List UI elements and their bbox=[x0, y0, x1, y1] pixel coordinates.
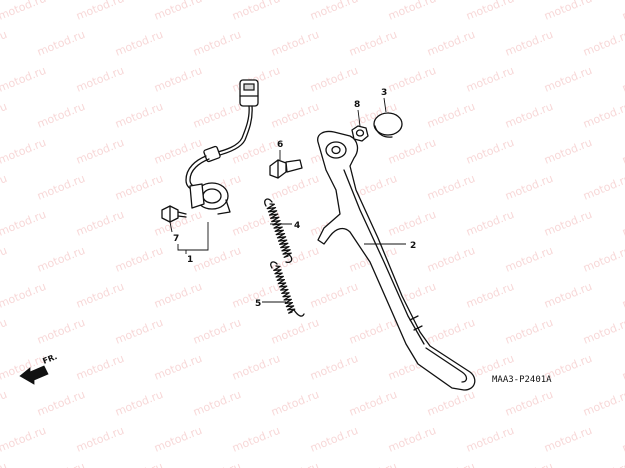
callout-7: 7 bbox=[173, 234, 179, 244]
callout-1: 1 bbox=[187, 255, 193, 265]
watermark-text: motod.ru bbox=[620, 0, 625, 23]
direction-label: FR. bbox=[41, 352, 58, 366]
side-stand bbox=[317, 130, 476, 391]
switch-bolt bbox=[161, 205, 187, 223]
callout-8: 8 bbox=[354, 100, 360, 110]
pivot-bolt bbox=[269, 159, 303, 179]
side-stand-switch bbox=[185, 79, 259, 215]
rubber-cap bbox=[373, 112, 403, 138]
arrow-left-icon bbox=[19, 365, 49, 385]
callout-4: 4 bbox=[294, 221, 300, 231]
stand-leg bbox=[317, 130, 476, 391]
drawing-code: MAA3-P2401A bbox=[492, 375, 552, 385]
callout-3: 3 bbox=[381, 88, 387, 98]
callout-6: 6 bbox=[277, 140, 283, 150]
switch-wire bbox=[213, 105, 250, 154]
watermark-text: motod.ru bbox=[0, 460, 9, 468]
spring-upper bbox=[264, 198, 293, 264]
spring-lower bbox=[270, 261, 305, 317]
callout-2: 2 bbox=[410, 241, 416, 251]
callout-5: 5 bbox=[255, 299, 261, 309]
leader-lines bbox=[169, 97, 406, 303]
front-direction-indicator: FR. bbox=[19, 352, 58, 385]
